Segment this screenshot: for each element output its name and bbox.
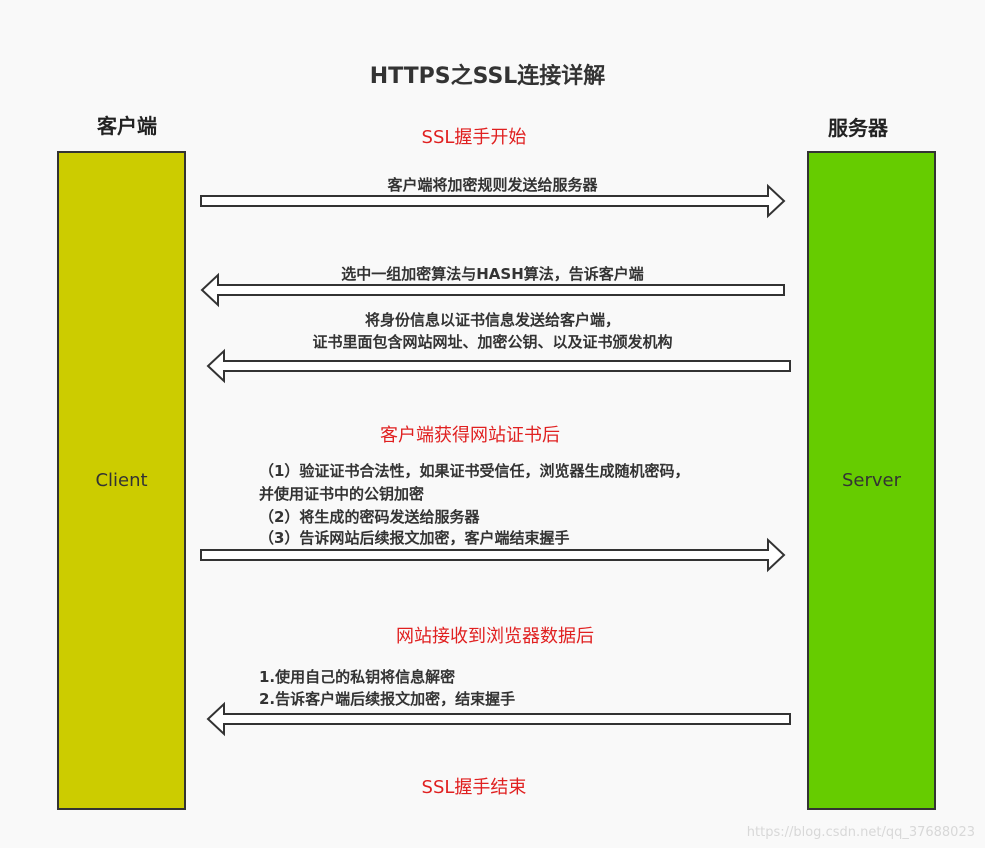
phase-server-gets-data: 网站接收到浏览器数据后 — [396, 626, 594, 647]
arrow-server-to-client-1 — [200, 272, 785, 308]
arrow-server-to-client-3 — [206, 701, 791, 737]
message-4-line-1: （1）验证证书合法性，如果证书受信任，浏览器生成随机密码， — [259, 462, 690, 480]
server-lane: Server — [807, 151, 936, 810]
phase-handshake-start: SSL握手开始 — [421, 127, 527, 148]
message-4-line-3: （2）将生成的密码发送给服务器 — [259, 508, 480, 526]
message-1: 客户端将加密规则发送给服务器 — [387, 176, 598, 194]
message-5-line-1: 1.使用自己的私钥将信息解密 — [259, 668, 456, 686]
phase-client-gets-cert: 客户端获得网站证书后 — [380, 425, 560, 446]
message-4-line-2: 并使用证书中的公钥加密 — [259, 485, 425, 503]
arrow-client-to-server-1 — [200, 183, 786, 219]
message-5-line-2: 2.告诉客户端后续报文加密，结束握手 — [259, 690, 516, 708]
client-header: 客户端 — [97, 114, 157, 138]
watermark: https://blog.csdn.net/qq_37688023 — [746, 825, 975, 840]
message-3-line-1: 将身份信息以证书信息发送给客户端， — [364, 311, 620, 329]
client-lane-label: Client — [95, 470, 148, 491]
phase-handshake-end: SSL握手结束 — [421, 777, 527, 798]
arrow-client-to-server-2 — [200, 537, 786, 573]
arrow-server-to-client-2 — [206, 348, 791, 384]
server-lane-label: Server — [841, 470, 902, 491]
message-2: 选中一组加密算法与HASH算法，告诉客户端 — [341, 265, 644, 283]
message-4-line-4: （3）告诉网站后续报文加密，客户端结束握手 — [259, 529, 570, 547]
server-header: 服务器 — [828, 116, 888, 140]
diagram-title: HTTPS之SSL连接详解 — [369, 64, 606, 89]
client-lane: Client — [57, 151, 186, 810]
message-3-line-2: 证书里面包含网站网址、加密公钥、以及证书颁发机构 — [312, 333, 673, 351]
